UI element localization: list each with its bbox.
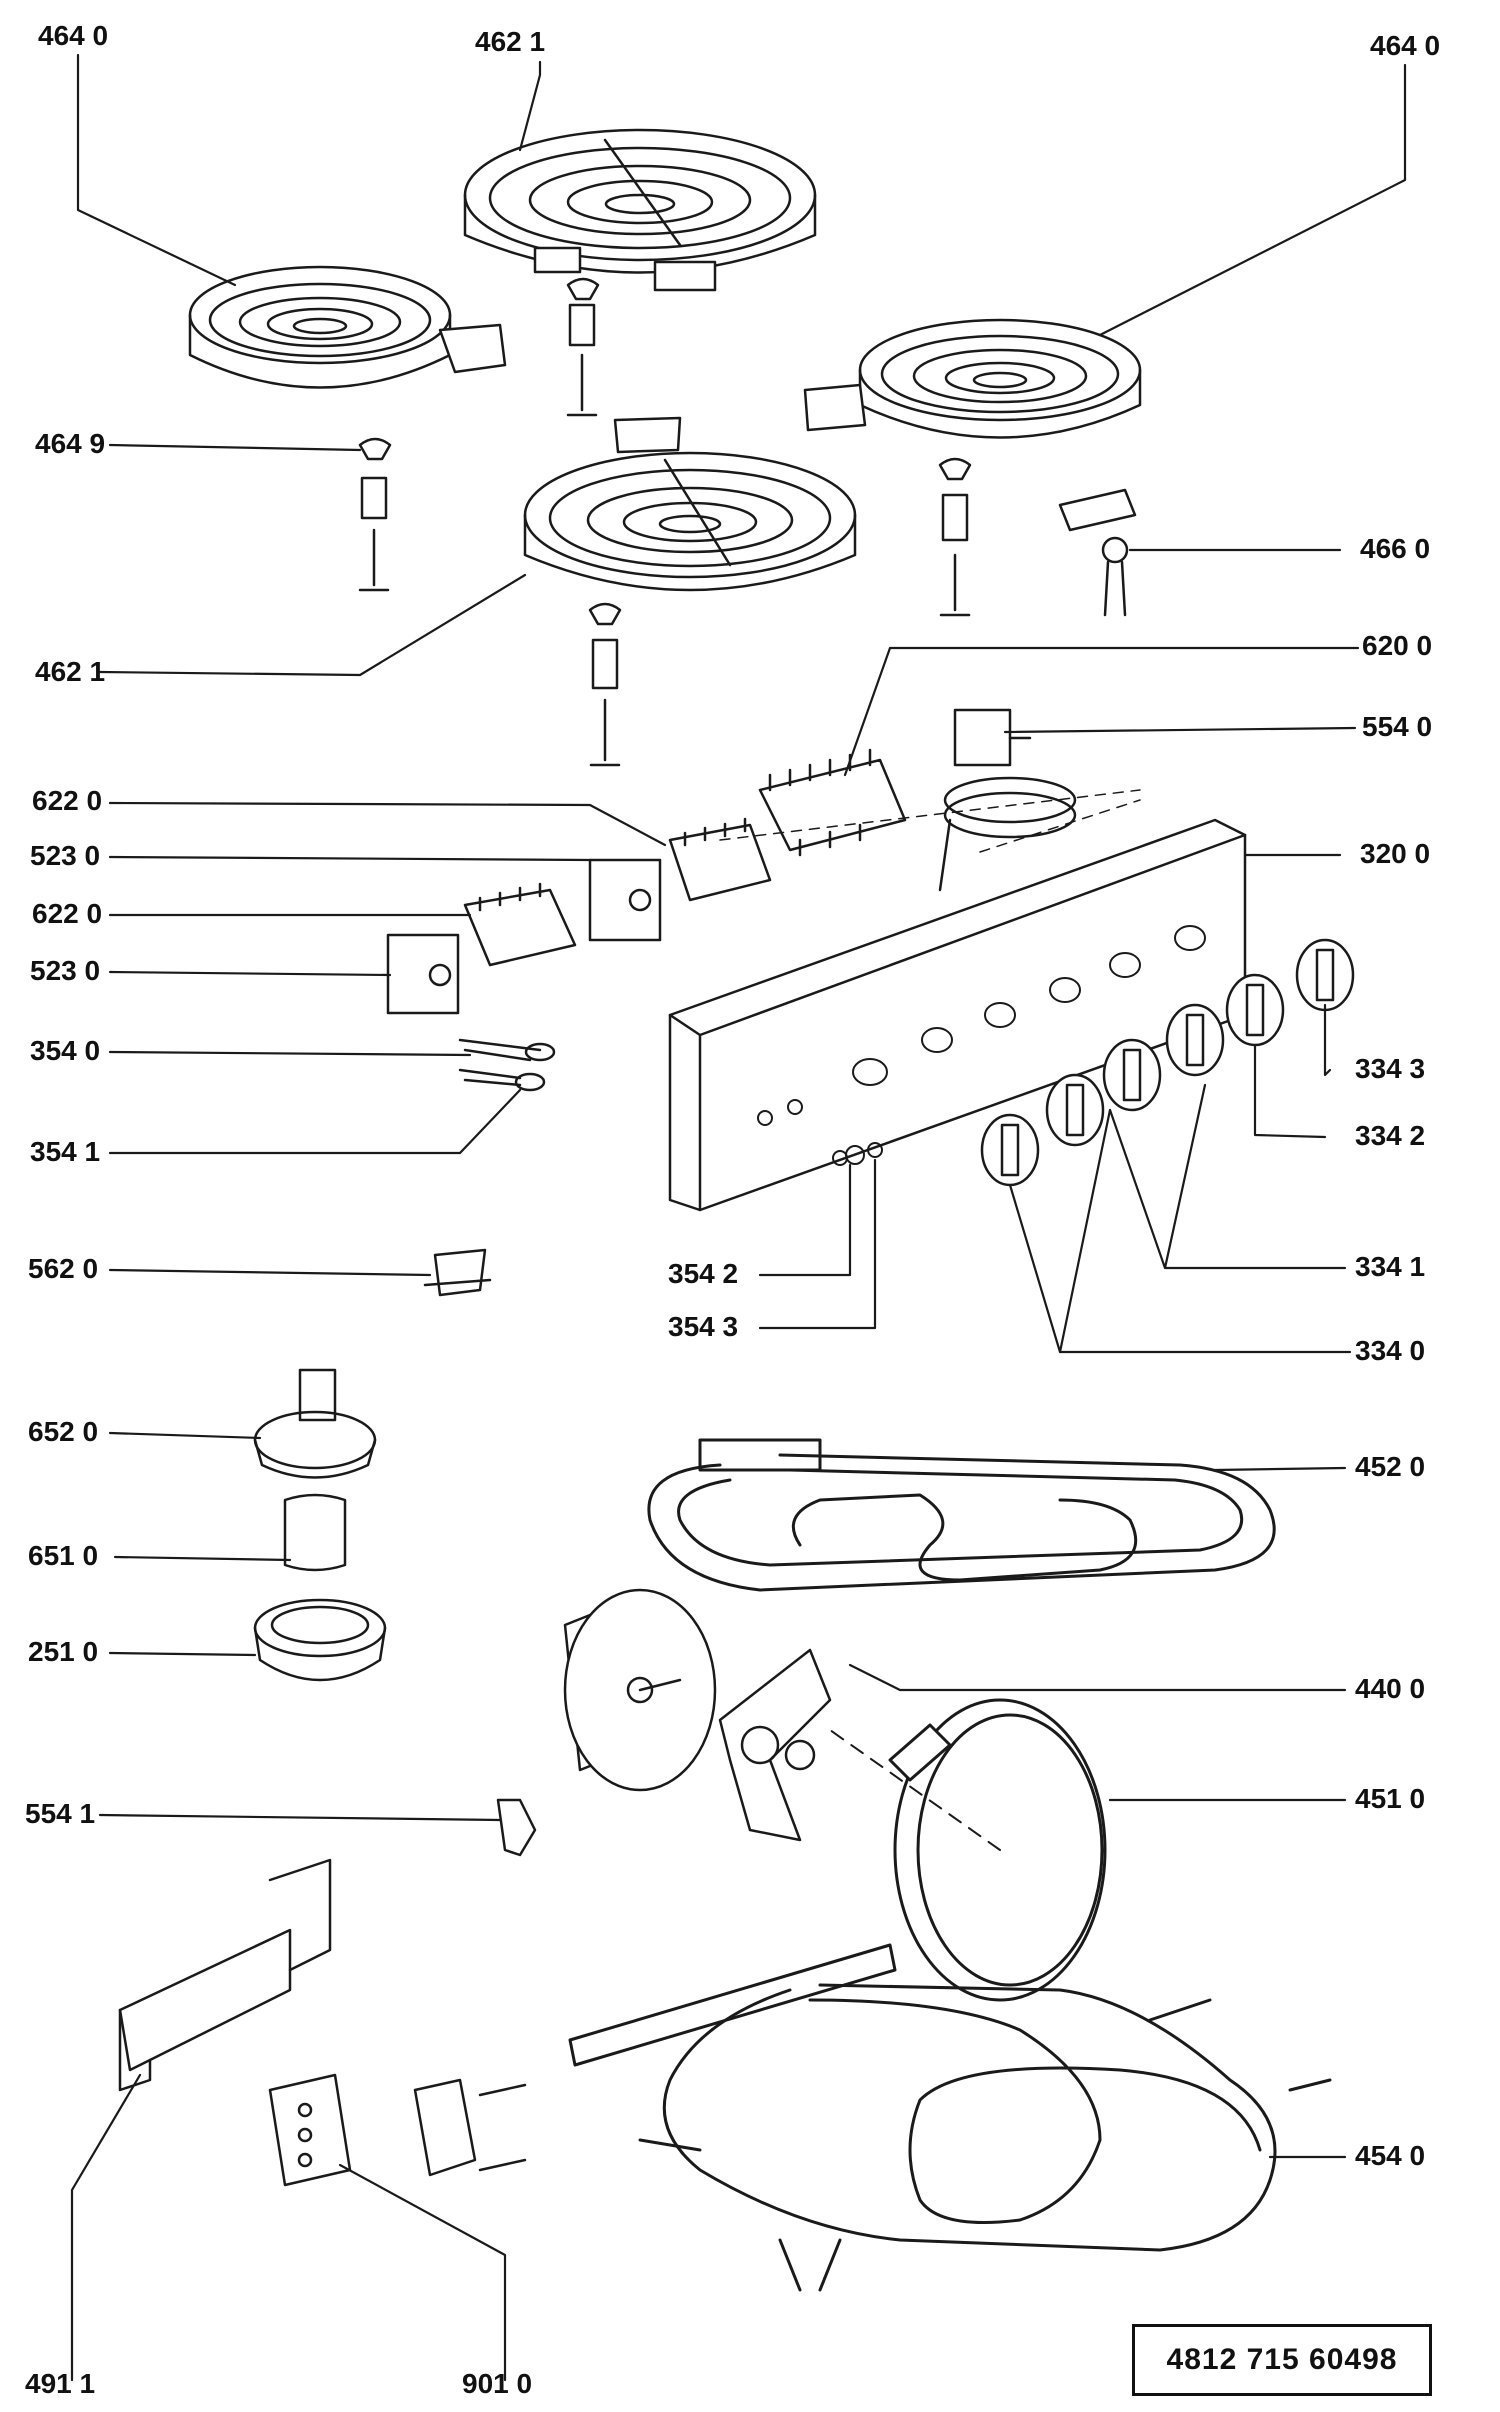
grill-element (649, 1440, 1274, 1590)
bottom-element (570, 1945, 1330, 2290)
selector-switch (760, 750, 905, 855)
label-562-0: 562 0 (28, 1253, 99, 1284)
circular-element (830, 1700, 1105, 2000)
fan-motor (565, 1590, 830, 1840)
label-440-0: 440 0 (1355, 1673, 1426, 1704)
label-491-1: 491 1 (25, 2368, 96, 2399)
label-651-0: 651 0 (28, 1540, 99, 1571)
document-number-box: 4812 715 60498 (1132, 2324, 1432, 2396)
label-334-1: 334 1 (1355, 1251, 1426, 1282)
label-901-0: 901 0 (462, 2368, 533, 2399)
label-334-3: 334 3 (1355, 1053, 1426, 1084)
label-354-2: 354 2 (668, 1258, 739, 1289)
energy-regulators (388, 819, 770, 1013)
label-451-0: 451 0 (1355, 1783, 1426, 1814)
label-466-0: 466 0 (1360, 533, 1431, 564)
oven-thermostat (940, 710, 1075, 890)
label-462-1-center: 462 1 (35, 656, 106, 687)
hotplate-small-right (805, 320, 1140, 438)
label-354-3: 354 3 (668, 1311, 739, 1342)
signal-lamps (460, 1040, 554, 1090)
label-462-1-top: 462 1 (475, 26, 546, 57)
label-334-2: 334 2 (1355, 1120, 1426, 1151)
hotplate-small-left (190, 267, 505, 388)
label-554-0: 554 0 (1362, 711, 1433, 742)
label-622-0-upper: 622 0 (32, 785, 103, 816)
fixing-screws (360, 279, 970, 765)
control-knobs (982, 940, 1353, 1185)
label-464-0-top-left: 464 0 (38, 20, 109, 51)
label-354-0: 354 0 (30, 1035, 101, 1066)
label-554-1: 554 1 (25, 1798, 96, 1829)
label-652-0: 652 0 (28, 1416, 99, 1447)
label-620-0: 620 0 (1362, 630, 1433, 661)
mounting-bracket (120, 1860, 330, 2090)
clip-562 (425, 1250, 490, 1295)
label-523-0-upper: 523 0 (30, 840, 101, 871)
label-354-1: 354 1 (30, 1136, 101, 1167)
leader-lines (72, 55, 1405, 2380)
label-452-0: 452 0 (1355, 1451, 1426, 1482)
hotplate-large-center (525, 418, 855, 590)
oven-lamp-assembly (255, 1370, 385, 1680)
label-622-0-lower: 622 0 (32, 898, 103, 929)
clip-554-1 (498, 1800, 535, 1855)
label-251-0: 251 0 (28, 1636, 99, 1667)
label-334-0: 334 0 (1355, 1335, 1426, 1366)
label-464-0-top-right: 464 0 (1370, 30, 1441, 61)
label-320-0: 320 0 (1360, 838, 1431, 869)
label-464-9: 464 9 (35, 428, 106, 459)
pilot-lamp-bracket (1060, 490, 1135, 615)
label-454-0: 454 0 (1355, 2140, 1426, 2171)
label-523-0-lower: 523 0 (30, 955, 101, 986)
terminal-block (270, 2075, 525, 2185)
hotplate-large-top (465, 130, 815, 290)
